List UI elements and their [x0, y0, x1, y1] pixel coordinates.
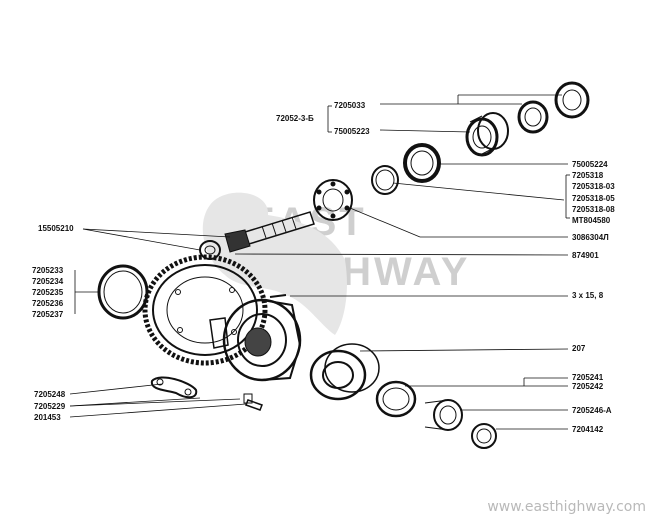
part-label: 3 x 15, 8	[572, 291, 604, 300]
lock-plate-icon	[150, 376, 198, 399]
part-label: 201453	[34, 413, 61, 422]
ring-7204142-icon	[471, 423, 497, 449]
part-label: 7205233	[32, 266, 64, 275]
sleeve-7205246-icon	[424, 399, 463, 431]
part-label: 7205236	[32, 299, 64, 308]
part-label: 7205234	[32, 277, 64, 286]
housing-icon	[209, 298, 302, 382]
part-label: 7205242	[572, 382, 604, 391]
pinion-shaft-icon	[224, 211, 315, 253]
part-label: 7205318-05	[572, 194, 615, 203]
part-label: 7205237	[32, 310, 64, 319]
part-label: 72052-3-Б	[276, 114, 314, 123]
part-label: 7205241	[572, 373, 604, 382]
part-label: 7205235	[32, 288, 64, 297]
ring-gear-icon	[142, 254, 268, 366]
ring-small-icon	[517, 100, 549, 134]
watermark-blob-icon	[202, 192, 347, 335]
bolt-icon	[243, 393, 263, 411]
part-label: 75005223	[334, 127, 370, 136]
shim-ring-icon	[97, 264, 149, 320]
pin-icon	[269, 294, 287, 298]
part-label: 7205318-03	[572, 182, 615, 191]
part-label: 7205246-А	[572, 406, 612, 415]
part-label: 7205248	[34, 390, 66, 399]
part-label: 7205318	[572, 171, 604, 180]
ring-75005224-icon	[403, 143, 441, 183]
part-label: 3086304Л	[572, 233, 609, 242]
part-label: 7204142	[572, 425, 604, 434]
part-label: 7205033	[334, 101, 366, 110]
watermark-url: www.easthighway.com	[487, 499, 646, 515]
ring-7205033-icon	[554, 81, 590, 119]
ring-7205241-icon	[375, 380, 417, 418]
part-label: 15505210	[38, 224, 74, 233]
ring-7205318-icon	[371, 165, 399, 195]
part-label: 7205318-08	[572, 205, 615, 214]
part-label: 207	[572, 344, 586, 353]
part-label: MT804580	[572, 216, 611, 225]
bearing-207-icon	[309, 343, 380, 401]
part-label: 75005224	[572, 160, 608, 169]
cylinder-roller-icon	[465, 112, 509, 157]
bearing-3086304-icon	[313, 179, 353, 221]
part-label: 7205229	[34, 402, 66, 411]
part-label: 874901	[572, 251, 599, 260]
